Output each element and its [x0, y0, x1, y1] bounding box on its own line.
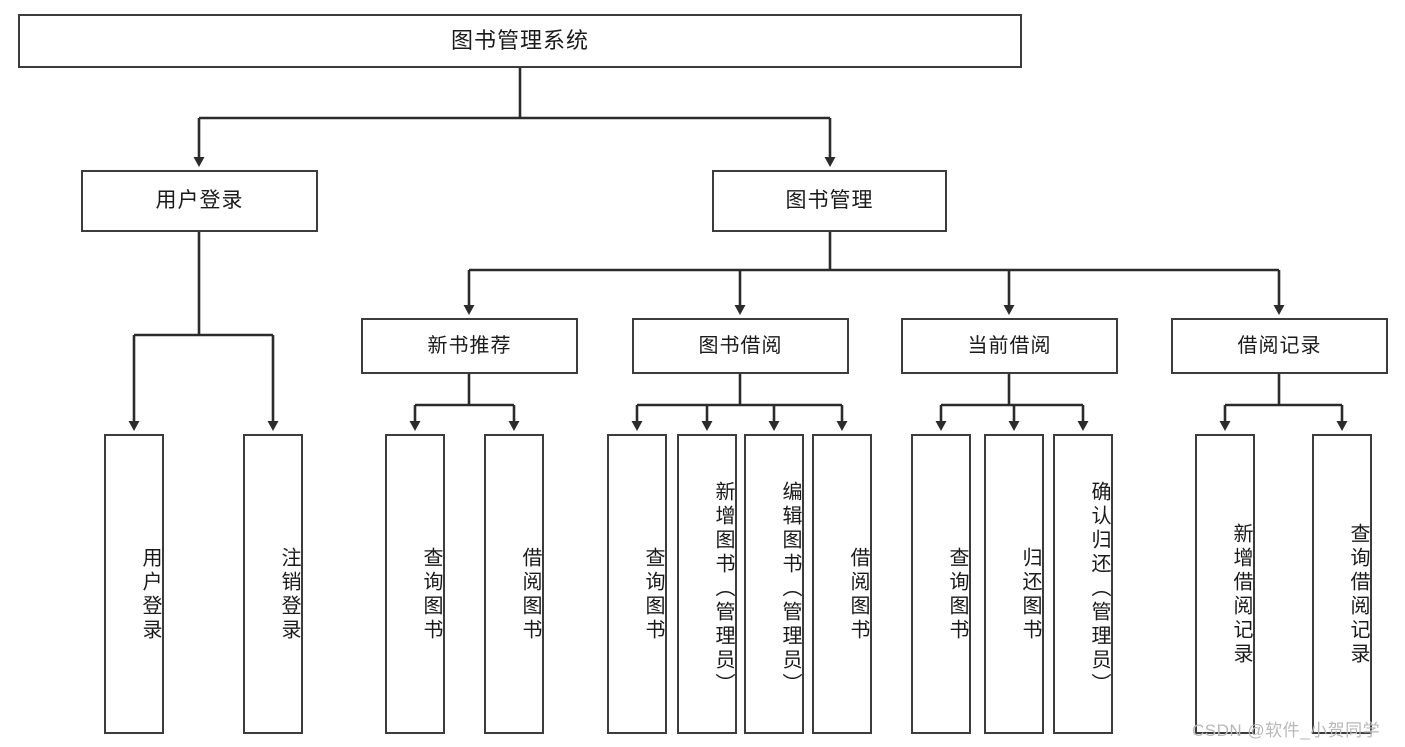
- node-leaf-query-book-recommend[interactable]: 查询图书: [385, 434, 445, 734]
- node-leaf-query-book-current[interactable]: 查询图书: [911, 434, 971, 734]
- node-root-system[interactable]: 图书管理系统: [18, 14, 1022, 68]
- node-leaf-confirm-return-admin[interactable]: 确认归还（管理员）: [1053, 434, 1113, 734]
- node-leaf-query-borrow-record[interactable]: 查询借阅记录: [1312, 434, 1372, 734]
- node-borrow-record[interactable]: 借阅记录: [1171, 318, 1388, 374]
- node-leaf-logout-login[interactable]: 注销登录: [243, 434, 303, 734]
- node-leaf-add-borrow-record[interactable]: 新增借阅记录: [1195, 434, 1255, 734]
- node-book-manage[interactable]: 图书管理: [712, 170, 947, 232]
- node-current-borrow[interactable]: 当前借阅: [901, 318, 1118, 374]
- node-leaf-add-book-admin[interactable]: 新增图书（管理员）: [677, 434, 737, 734]
- node-new-book-recommend[interactable]: 新书推荐: [361, 318, 578, 374]
- node-leaf-query-book-borrow[interactable]: 查询图书: [607, 434, 667, 734]
- node-leaf-return-book[interactable]: 归还图书: [984, 434, 1044, 734]
- watermark-text: CSDN @软件_小贺同学: [1192, 721, 1381, 740]
- node-leaf-edit-book-admin[interactable]: 编辑图书（管理员）: [744, 434, 804, 734]
- node-leaf-borrow-book-borrow[interactable]: 借阅图书: [812, 434, 872, 734]
- node-leaf-user-login[interactable]: 用户登录: [104, 434, 164, 734]
- node-leaf-borrow-book-recommend[interactable]: 借阅图书: [484, 434, 544, 734]
- node-user-login[interactable]: 用户登录: [81, 170, 318, 232]
- node-book-borrow[interactable]: 图书借阅: [632, 318, 849, 374]
